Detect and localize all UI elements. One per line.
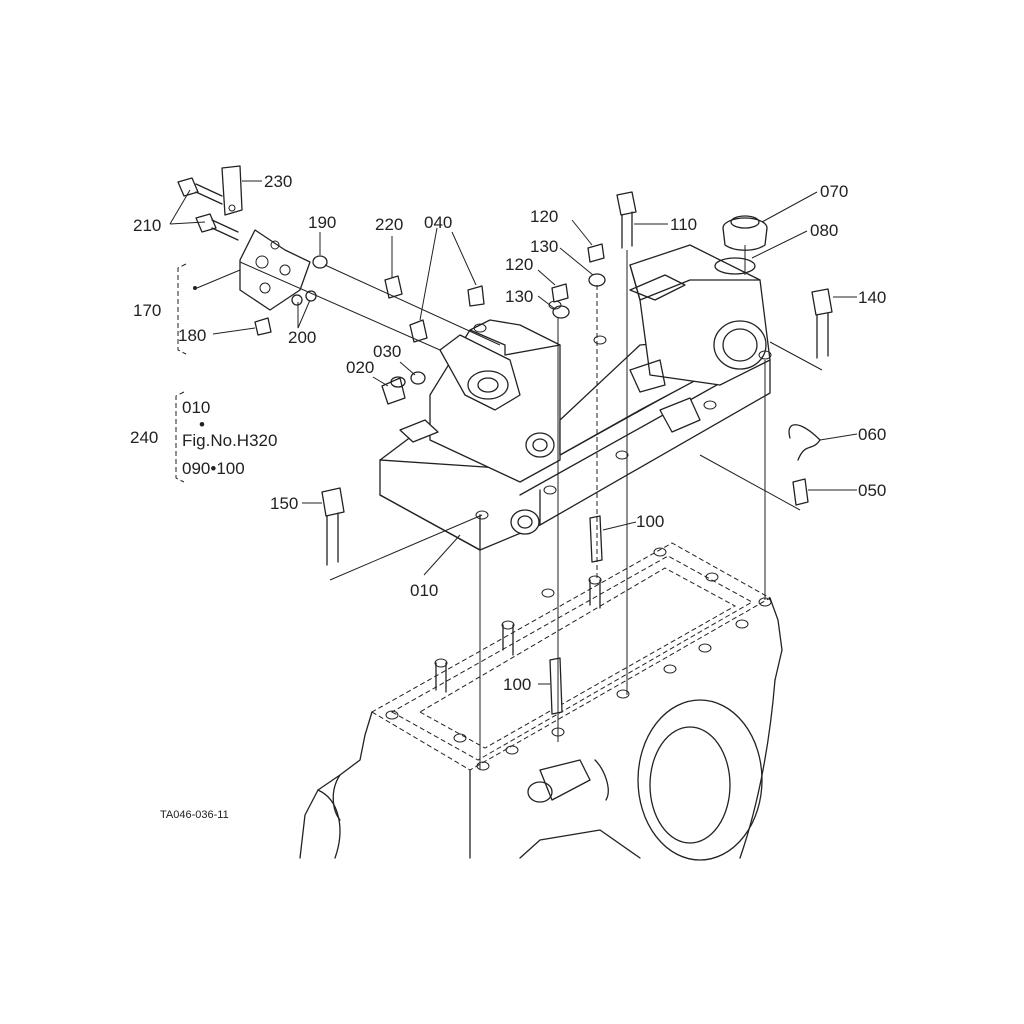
plug-040 bbox=[409, 285, 485, 343]
callout-030: 030 bbox=[373, 342, 401, 361]
callout-150: 150 bbox=[270, 494, 298, 513]
plug-020 bbox=[381, 376, 406, 405]
callout-060: 060 bbox=[858, 425, 886, 444]
valve-block-170 bbox=[239, 229, 311, 311]
o-ring-200 bbox=[291, 290, 317, 306]
callout-100-lower: 100 bbox=[503, 675, 531, 694]
group-240-label: 240 010 • Fig.No.H320 090•100 bbox=[130, 398, 277, 478]
callout-210: 210 bbox=[133, 216, 161, 235]
assembly-lines bbox=[239, 245, 823, 770]
callout-180: 180 bbox=[178, 326, 206, 345]
washer-030 bbox=[410, 371, 426, 385]
group-240-line2: Fig.No.H320 bbox=[182, 431, 277, 450]
callout-080: 080 bbox=[810, 221, 838, 240]
plug-180 bbox=[254, 317, 272, 336]
callout-120-upper: 120 bbox=[530, 207, 558, 226]
group-240-dot: • bbox=[199, 415, 205, 434]
callout-130-upper: 130 bbox=[530, 237, 558, 256]
callout-130-lower: 130 bbox=[505, 287, 533, 306]
callout-leaders bbox=[169, 180, 858, 685]
callout-010: 010 bbox=[410, 581, 438, 600]
hose-060 bbox=[788, 424, 821, 461]
callout-140: 140 bbox=[858, 288, 886, 307]
callout-120-lower: 120 bbox=[505, 255, 533, 274]
callout-220: 220 bbox=[375, 215, 403, 234]
callout-050: 050 bbox=[858, 481, 886, 500]
group-240-line3: 090•100 bbox=[182, 459, 245, 478]
callout-100-upper: 100 bbox=[636, 512, 664, 531]
nut-120 bbox=[551, 243, 605, 303]
plug-220 bbox=[384, 275, 403, 299]
bolt-210 bbox=[177, 177, 239, 241]
callout-040: 040 bbox=[424, 213, 452, 232]
callout-230: 230 bbox=[264, 172, 292, 191]
transmission-case bbox=[299, 542, 783, 861]
callout-200: 200 bbox=[288, 328, 316, 347]
callout-110: 110 bbox=[670, 215, 697, 234]
cylinder-case-010 bbox=[379, 244, 772, 551]
o-ring-080 bbox=[714, 257, 756, 275]
callout-190: 190 bbox=[308, 213, 336, 232]
callout-070: 070 bbox=[820, 182, 848, 201]
callout-170: 170 bbox=[133, 301, 161, 320]
callout-labels: 230 210 190 220 040 120 130 120 130 110 … bbox=[133, 172, 886, 694]
drawing-code: TA046-036-11 bbox=[160, 809, 229, 821]
bolt-110 bbox=[616, 191, 637, 249]
o-ring-190 bbox=[312, 255, 328, 269]
callout-240: 240 bbox=[130, 428, 158, 447]
bolt-140 bbox=[811, 288, 833, 359]
group-brackets bbox=[175, 263, 241, 483]
plate-230 bbox=[221, 165, 243, 216]
callout-020: 020 bbox=[346, 358, 374, 377]
bolt-150 bbox=[321, 487, 345, 566]
group-240-line1: 010 bbox=[182, 398, 210, 417]
fitting-050 bbox=[792, 478, 809, 506]
stud-100 bbox=[549, 515, 603, 715]
filler-cap-070 bbox=[722, 215, 768, 251]
